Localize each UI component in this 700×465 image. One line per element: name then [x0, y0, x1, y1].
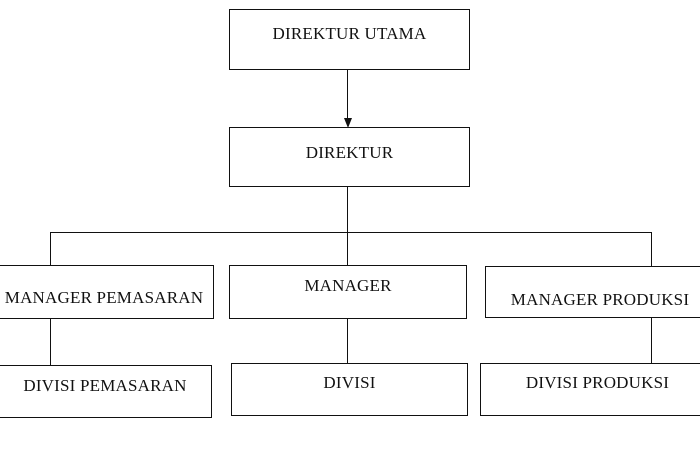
node-label: DIREKTUR UTAMA: [272, 24, 427, 43]
connector-to-manager: [347, 232, 348, 265]
connector-to-manager-pemasaran: [50, 232, 51, 265]
connector-manager-to-divisi: [347, 319, 348, 363]
node-direktur-utama: DIREKTUR UTAMA: [229, 9, 470, 70]
arrowhead-to-direktur: [344, 118, 352, 128]
connector-to-manager-produksi: [651, 232, 652, 266]
connector-manager-pemasaran-to-divisi: [50, 319, 51, 365]
node-divisi-produksi: DIVISI PRODUKSI: [480, 363, 700, 416]
node-divisi: DIVISI: [231, 363, 468, 416]
node-direktur: DIREKTUR: [229, 127, 470, 187]
node-label: MANAGER: [304, 276, 392, 295]
connector-direktur-utama-to-direktur: [347, 70, 348, 118]
node-manager-produksi: MANAGER PRODUKSI: [485, 266, 700, 318]
node-manager-pemasaran: MANAGER PEMASARAN: [0, 265, 214, 319]
connector-manager-produksi-to-divisi: [651, 318, 652, 363]
node-manager: MANAGER: [229, 265, 467, 319]
node-label: MANAGER PRODUKSI: [510, 290, 690, 309]
node-label: DIVISI PRODUKSI: [525, 373, 670, 392]
connector-horizontal-branch: [50, 232, 652, 233]
connector-direktur-down: [347, 187, 348, 232]
node-label: DIVISI: [323, 373, 376, 392]
node-divisi-pemasaran: DIVISI PEMASARAN: [0, 365, 212, 418]
node-label: DIREKTUR: [305, 143, 394, 162]
node-label: DIVISI PEMASARAN: [23, 376, 187, 395]
node-label: MANAGER PEMASARAN: [4, 288, 204, 307]
